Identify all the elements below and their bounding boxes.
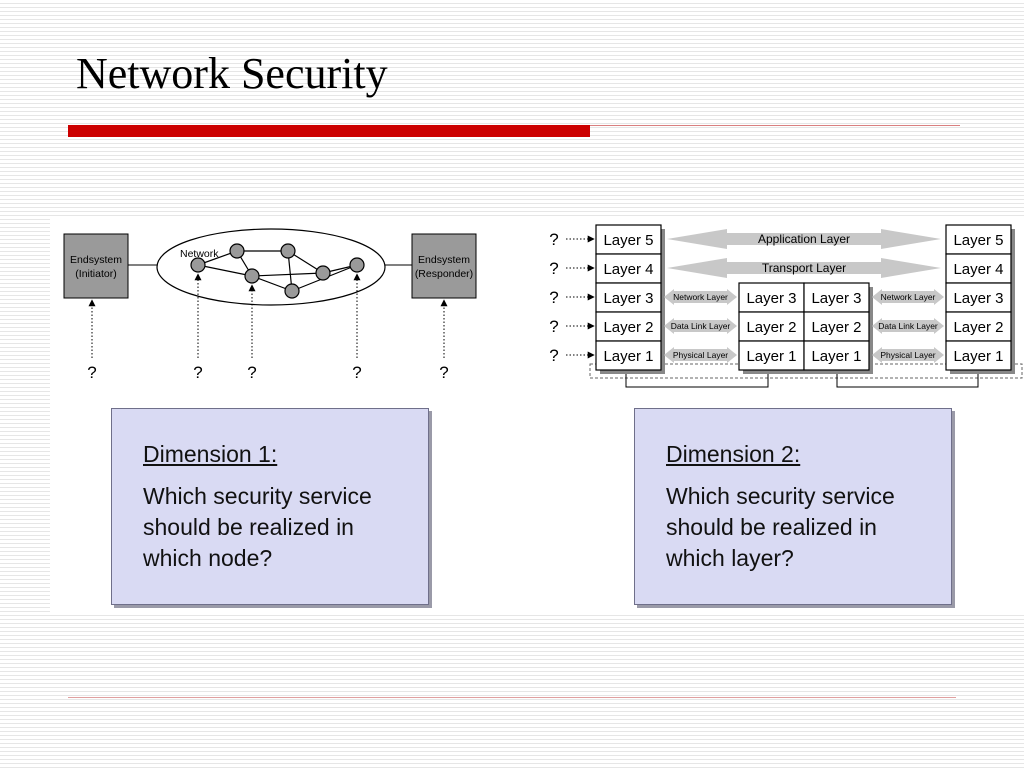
left-layer-2: Layer 2 — [603, 319, 653, 336]
middle-a-layer-1: Layer 1 — [746, 348, 796, 365]
responder-label-2: (Responder) — [415, 268, 473, 280]
responder-box — [411, 233, 477, 299]
application-layer-label: Application Layer — [758, 232, 850, 246]
question-mark: ? — [87, 363, 96, 382]
middle-b-layer-1: Layer 1 — [811, 348, 861, 365]
dimension-2-heading: Dimension 2: — [666, 441, 801, 467]
physical-layer-label-right: Physical Layer — [880, 350, 935, 360]
question-mark: ? — [352, 363, 361, 382]
question-arrows-left — [88, 273, 448, 358]
question-marks-left: ? ? ? ? ? — [87, 363, 448, 382]
title-underline-red — [68, 125, 590, 137]
link-right — [836, 370, 979, 388]
title-underline-thin — [590, 125, 960, 126]
middle-stacks — [738, 282, 870, 371]
question-mark: ? — [549, 346, 558, 365]
dimension-2-line-2: should be realized in — [666, 513, 877, 540]
network-ellipse — [156, 228, 386, 306]
dimension-1-box: Dimension 1: Which security service shou… — [111, 408, 429, 605]
left-stack — [595, 224, 662, 371]
peer-arrows-short-right — [872, 289, 944, 363]
right-layer-5: Layer 5 — [953, 232, 1003, 249]
question-mark: ? — [439, 363, 448, 382]
left-layer-5: Layer 5 — [603, 232, 653, 249]
data-link-layer-label-left: Data Link Layer — [671, 321, 731, 331]
question-mark: ? — [549, 288, 558, 307]
slide-title: Network Security — [76, 49, 388, 98]
layer-diagram: Layer 5 Layer 4 Layer 3 Layer 2 Layer 1 … — [549, 224, 1023, 388]
responder-label-1: Endsystem — [418, 254, 470, 266]
question-arrows-right — [566, 235, 595, 359]
dimension-1-heading: Dimension 1: — [143, 441, 278, 467]
question-mark: ? — [247, 363, 256, 382]
initiator-label-2: (Initiator) — [75, 268, 116, 280]
question-mark: ? — [193, 363, 202, 382]
dimension-2-box: Dimension 2: Which security service shou… — [634, 408, 952, 605]
left-layer-3: Layer 3 — [603, 290, 653, 307]
dimension-1-line-1: Which security service — [143, 482, 372, 509]
network-layer-label-right: Network Layer — [881, 292, 936, 302]
network-diagram: Endsystem (Initiator) Endsystem (Respond… — [63, 228, 477, 382]
initiator-box — [63, 233, 129, 299]
dimension-1-line-3: which node? — [143, 544, 273, 571]
right-stack — [945, 224, 1012, 371]
left-layer-1: Layer 1 — [603, 348, 653, 365]
right-layer-1: Layer 1 — [953, 348, 1003, 365]
question-marks-right: ? ? ? ? ? — [549, 230, 558, 365]
link-left — [625, 370, 769, 388]
left-layer-4: Layer 4 — [603, 261, 653, 278]
question-mark: ? — [549, 317, 558, 336]
middle-a-layer-3: Layer 3 — [746, 290, 796, 307]
peer-arrows-long — [667, 229, 941, 278]
dimension-1-line-2: should be realized in — [143, 513, 354, 540]
dimension-2-line-1: Which security service — [666, 482, 895, 509]
dimension-2-line-3: which layer? — [666, 544, 794, 571]
initiator-label-1: Endsystem — [70, 254, 122, 266]
footer-rule — [68, 697, 956, 698]
middle-a-layer-2: Layer 2 — [746, 319, 796, 336]
physical-layer-label-left: Physical Layer — [673, 350, 728, 360]
right-layer-4: Layer 4 — [953, 261, 1003, 278]
network-label: Network — [180, 248, 219, 260]
transport-layer-label: Transport Layer — [762, 261, 846, 275]
data-link-layer-label-right: Data Link Layer — [878, 321, 938, 331]
network-nodes — [190, 243, 365, 299]
right-layer-2: Layer 2 — [953, 319, 1003, 336]
middle-b-layer-3: Layer 3 — [811, 290, 861, 307]
peer-arrows-short-left — [664, 289, 737, 363]
middle-b-layer-2: Layer 2 — [811, 319, 861, 336]
right-layer-3: Layer 3 — [953, 290, 1003, 307]
question-mark: ? — [549, 259, 558, 278]
network-layer-label-left: Network Layer — [673, 292, 728, 302]
question-mark: ? — [549, 230, 558, 249]
